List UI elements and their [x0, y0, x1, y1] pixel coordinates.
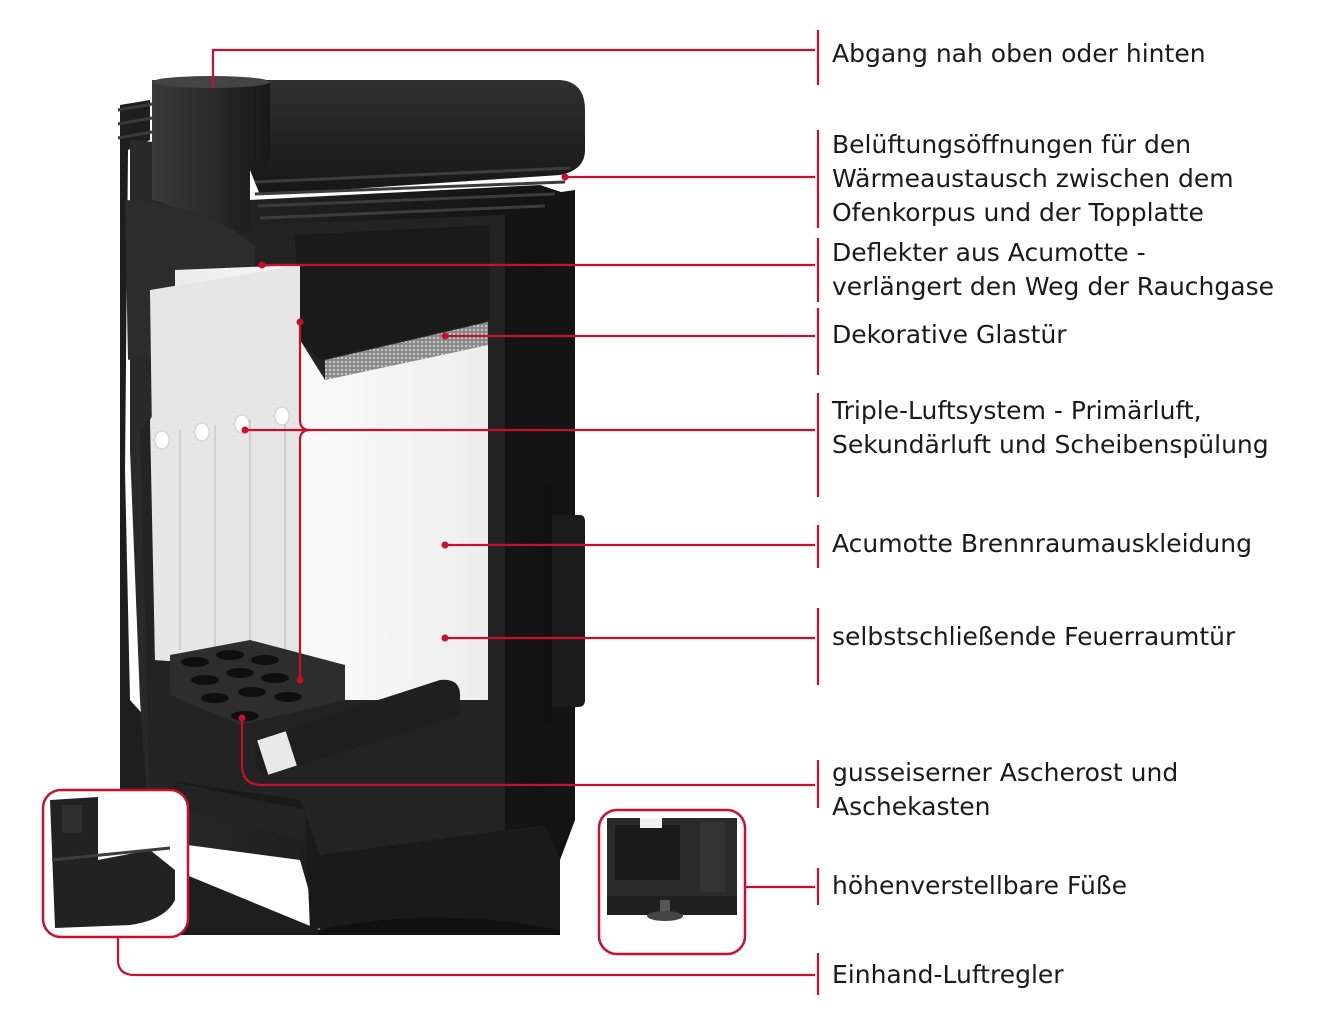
label-deflektor-line-2: verlängert den Weg der Rauchgase [832, 272, 1274, 301]
label-luftregler-line-1: Einhand-Luftregler [832, 960, 1064, 989]
label-belueftung-line-3: Ofenkorpus und der Topplatte [832, 198, 1204, 227]
label-feuerraumtuer: selbstschließende Feuerraumtür [832, 620, 1235, 654]
label-deflektor: Deflekter aus Acumotte - verlängert den … [832, 236, 1274, 304]
label-ascherost-line-2: Aschekasten [832, 792, 991, 821]
grate-slots [181, 650, 302, 721]
log-retainer [255, 679, 460, 775]
label-deflektor-line-1: Deflekter aus Acumotte - [832, 238, 1146, 267]
label-brennraum-line-1: Acumotte Brennraumauskleidung [832, 529, 1252, 558]
label-luftsystem-line-2: Sekundärluft und Scheibenspülung [832, 430, 1269, 459]
label-feuerraumtuer-line-1: selbstschließende Feuerraumtür [832, 622, 1236, 651]
door-hinge [544, 485, 552, 725]
label-fuesse-line-1: höhenverstellbare Füße [832, 871, 1127, 900]
air-holes [154, 406, 290, 450]
label-fuesse: höhenverstellbare Füße [832, 869, 1127, 903]
firebox-side-panel [150, 265, 300, 670]
flue-pipe-opening [152, 76, 270, 88]
door-handle [548, 515, 585, 707]
label-luftsystem: Triple-Luftsystem - Primärluft, Sekundär… [832, 394, 1269, 462]
baffle-block [295, 225, 490, 360]
inset-adjustable-feet [597, 808, 747, 956]
label-abgang-line-1: Abgang nah oben oder hinten [832, 39, 1206, 68]
callout-abgang [211, 48, 815, 88]
callout-dots [238, 173, 569, 722]
callout-lines [116, 30, 820, 995]
inset-air-regulator [41, 788, 190, 939]
label-brennraum: Acumotte Brennraumauskleidung [832, 527, 1252, 561]
stove-base [165, 780, 560, 930]
base-curve [318, 917, 560, 935]
cast-iron-grate [170, 640, 345, 725]
callout-ascherost [240, 718, 815, 787]
firebox-grooves [179, 415, 286, 650]
flue-pipe [152, 80, 270, 235]
label-luftsystem-line-1: Triple-Luftsystem - Primärluft, [832, 396, 1202, 425]
label-glastuer: Dekorative Glastür [832, 318, 1067, 352]
label-belueftung-line-1: Belüftungsöffnungen für den [832, 130, 1192, 159]
stove-body [117, 76, 585, 935]
label-belueftung: Belüftungsöffnungen für den Wärmeaustaus… [832, 128, 1234, 230]
label-glastuer-line-1: Dekorative Glastür [832, 320, 1067, 349]
label-abgang: Abgang nah oben oder hinten [832, 37, 1206, 71]
stove-top-plate [250, 80, 585, 195]
back-vent-fins [117, 102, 153, 140]
label-ascherost: gusseiserner Ascherost und Aschekasten [832, 756, 1178, 824]
label-belueftung-line-2: Wärmeaustausch zwischen dem [832, 164, 1234, 193]
callout-luftregler [116, 937, 815, 977]
top-plate-vent-fins [254, 166, 571, 220]
label-ascherost-line-1: gusseiserner Ascherost und [832, 758, 1179, 787]
ash-box-front [257, 731, 297, 775]
label-luftregler: Einhand-Luftregler [832, 958, 1064, 992]
callout-luftsystem-bracket [298, 322, 311, 680]
